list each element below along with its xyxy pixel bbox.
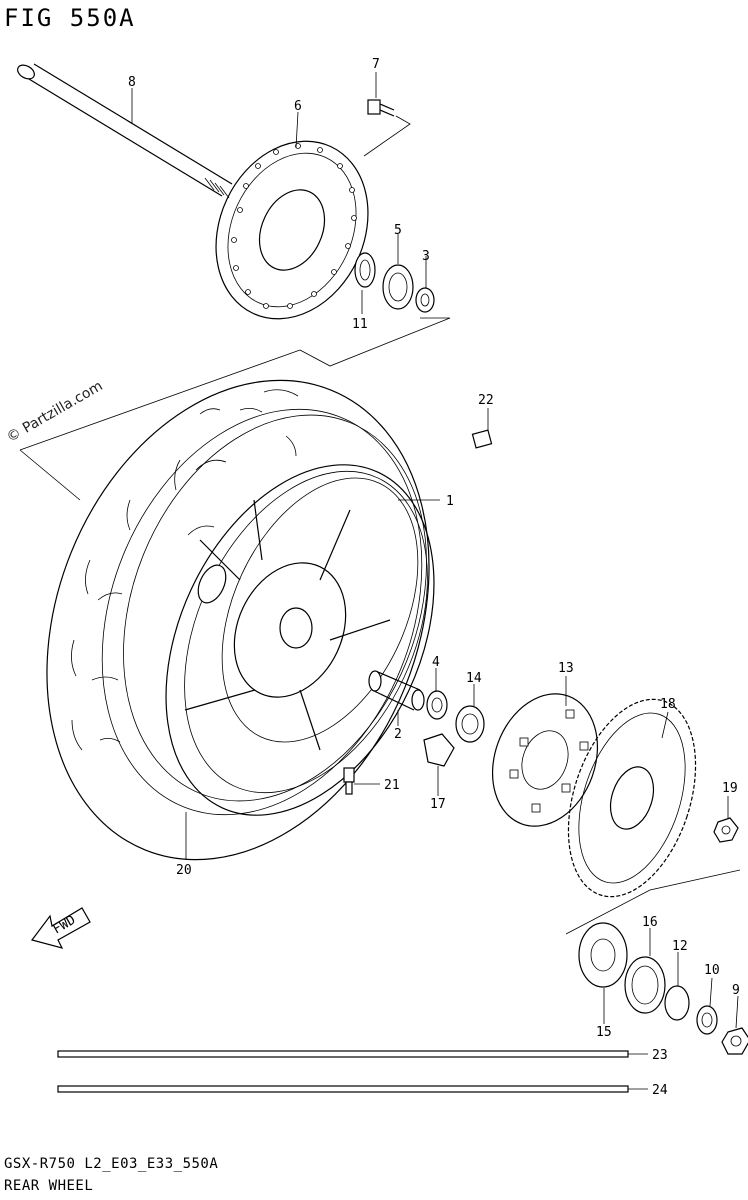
callout-10: 10 — [704, 963, 720, 978]
spacer-part-11[interactable] — [354, 252, 376, 288]
callout-4: 4 — [432, 655, 440, 670]
callout-5: 5 — [394, 223, 402, 238]
callout-15: 15 — [596, 1025, 612, 1040]
footer-title: REAR WHEEL — [4, 1178, 94, 1194]
tire-part-20[interactable] — [0, 323, 498, 918]
bearing-part-5[interactable] — [382, 264, 414, 310]
washer-part-10[interactable] — [696, 1005, 718, 1035]
callout-22: 22 — [478, 393, 494, 408]
balance-weight-part-22[interactable] — [471, 429, 493, 449]
nut-part-9[interactable] — [721, 1027, 748, 1055]
leader-lines — [131, 72, 739, 1090]
callout-6: 6 — [294, 99, 302, 114]
callout-1: 1 — [446, 494, 454, 509]
callout-2: 2 — [394, 727, 402, 742]
callout-labels: 1 2 3 4 5 6 7 8 9 10 11 12 13 14 15 16 1… — [128, 57, 740, 1098]
callout-24: 24 — [652, 1083, 668, 1098]
callout-21: 21 — [384, 778, 400, 793]
valve-part-21[interactable] — [343, 767, 355, 795]
callout-20: 20 — [176, 863, 192, 878]
assembly-bracket-lines — [19, 115, 451, 501]
seal-part-3[interactable] — [415, 287, 435, 313]
footer-code: GSX-R750 L2_E03_E33_550A — [4, 1156, 219, 1172]
callout-16: 16 — [642, 915, 658, 930]
callout-23: 23 — [652, 1048, 668, 1063]
figure-title: FIG 550A — [4, 4, 136, 32]
callout-12: 12 — [672, 939, 688, 954]
callout-19: 19 — [722, 781, 738, 796]
axle-part-8[interactable] — [15, 62, 233, 199]
bearing-part-15[interactable] — [578, 922, 628, 988]
nut-part-19[interactable] — [713, 817, 739, 843]
spacer-tube-part-2[interactable] — [368, 670, 425, 711]
sprocket-part-18[interactable] — [545, 683, 718, 913]
strip-part-23[interactable] — [57, 1050, 629, 1058]
bolt-part-7[interactable] — [367, 99, 395, 117]
callout-17: 17 — [430, 797, 446, 812]
callout-7: 7 — [372, 57, 380, 72]
damper-part-17[interactable] — [423, 733, 455, 767]
callout-9: 9 — [732, 983, 740, 998]
forward-arrow-icon: FWD — [30, 907, 91, 949]
callout-14: 14 — [466, 671, 482, 686]
callout-18: 18 — [660, 697, 676, 712]
seal-part-16[interactable] — [624, 956, 666, 1014]
bearing-part-4[interactable] — [426, 690, 448, 720]
brake-disc-part-6[interactable] — [188, 116, 396, 344]
hub-part-14[interactable] — [455, 705, 485, 743]
callout-13: 13 — [558, 661, 574, 676]
callout-3: 3 — [422, 249, 430, 264]
strip-part-24[interactable] — [57, 1085, 629, 1093]
collar-part-12[interactable] — [664, 985, 690, 1021]
callout-11: 11 — [352, 317, 368, 332]
lower-bracket-line — [565, 869, 741, 935]
callout-8: 8 — [128, 75, 136, 90]
sprocket-carrier-part-13[interactable] — [475, 679, 615, 841]
wheel-part-1[interactable] — [113, 422, 487, 859]
